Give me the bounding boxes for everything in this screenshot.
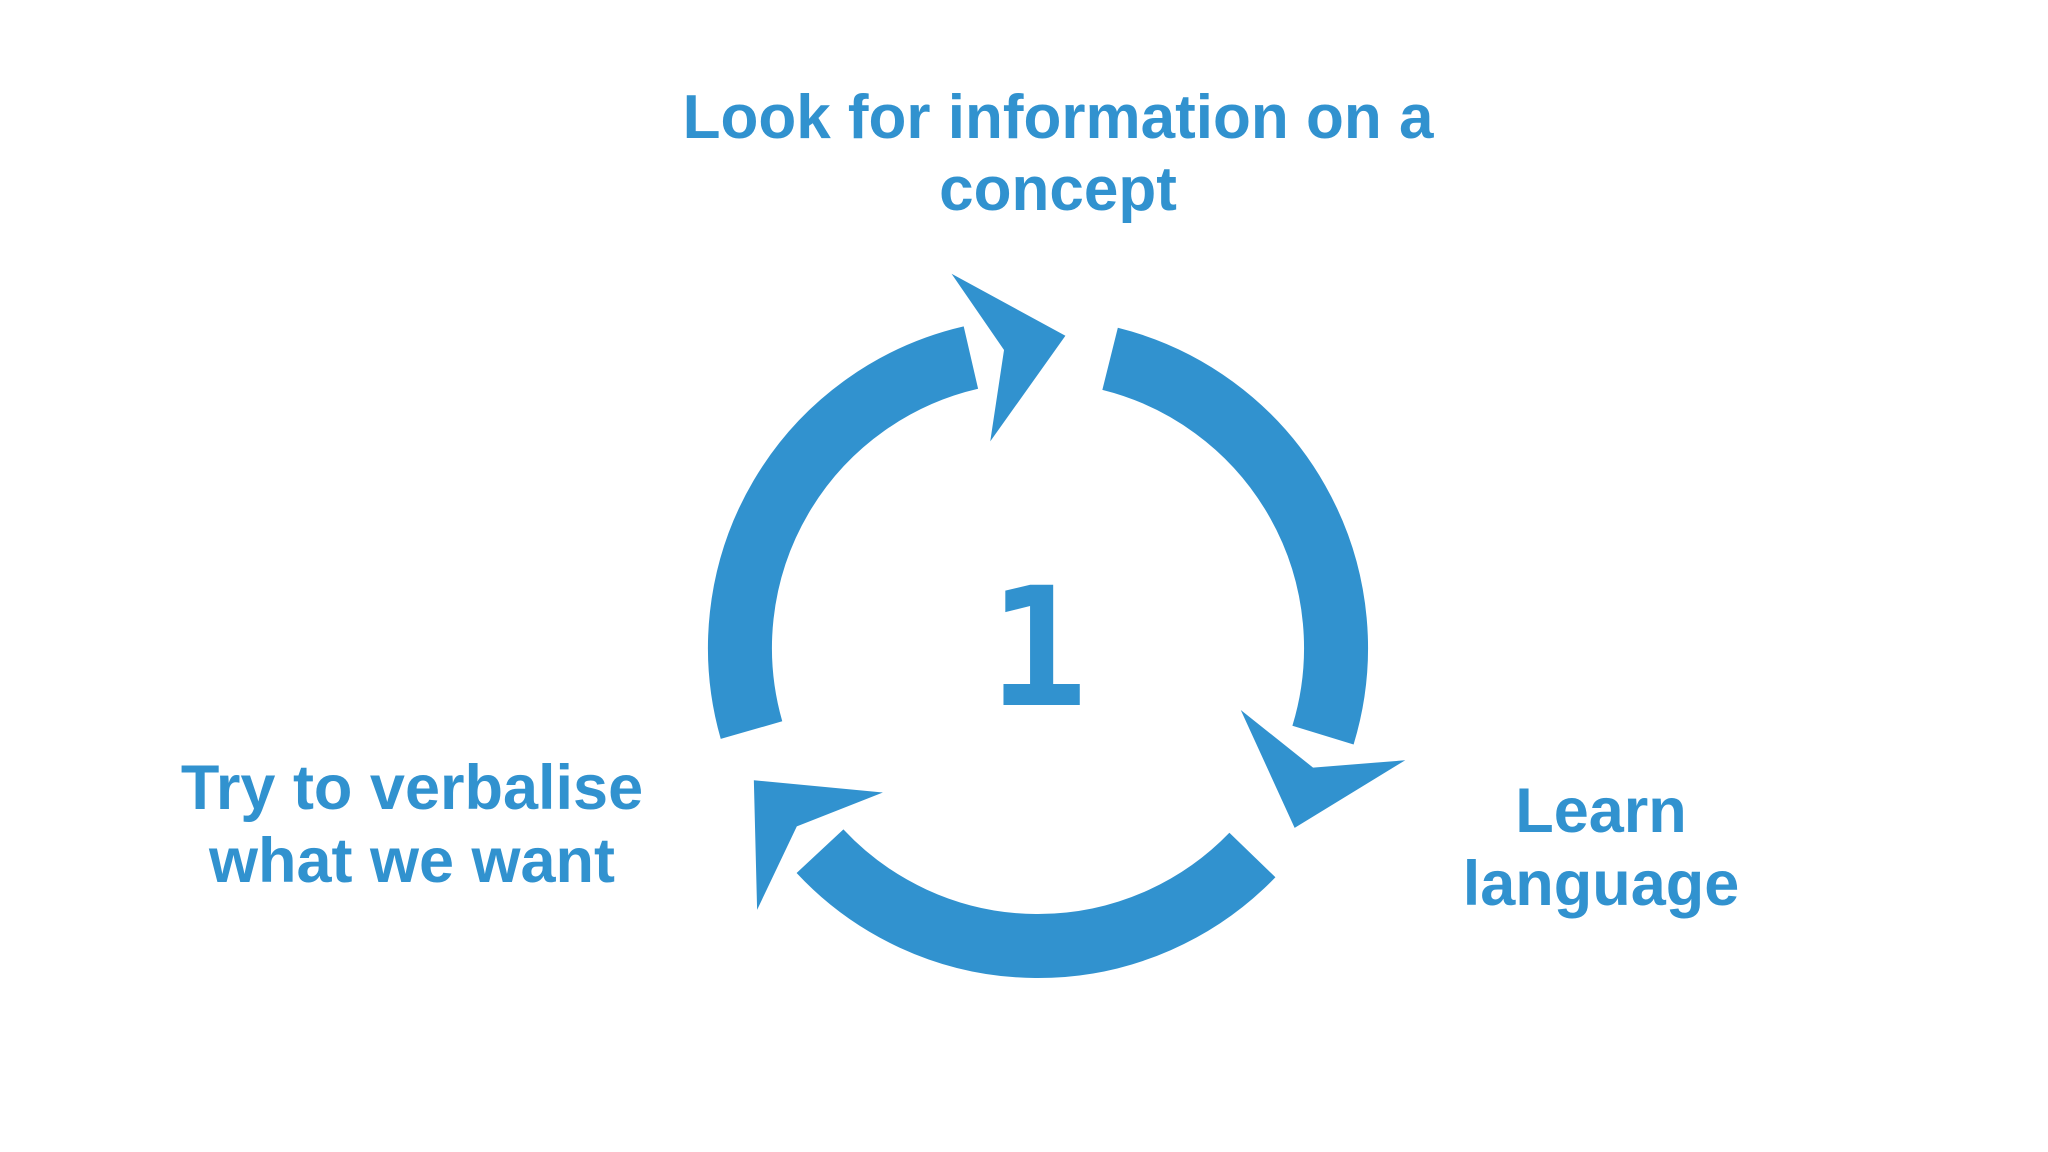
step-label-top-line2: concept — [939, 154, 1177, 224]
step-label-bottom-left: Try to verbalise what we want — [112, 752, 712, 898]
step-label-bottom-left-line2: what we want — [208, 826, 616, 897]
cycle-arrow-top-head — [951, 273, 1066, 442]
cycle-arrow-top-arc — [707, 326, 979, 739]
cycle-arrow-top-icon — [707, 273, 1066, 739]
step-label-right: Learn language — [1301, 775, 1901, 921]
cycle-arrow-right-icon — [1102, 327, 1406, 828]
cycle-arrow-bottom-icon — [753, 780, 1276, 979]
cycle-step-number: 1 — [988, 552, 1088, 744]
cycle-arrow-right-head — [1240, 709, 1406, 828]
cycle-arrow-bottom-arc — [796, 829, 1276, 979]
step-label-right-line2: language — [1462, 849, 1740, 920]
step-label-bottom-left-line1: Try to verbalise — [180, 753, 644, 823]
cycle-arrow-bottom-head — [753, 780, 883, 910]
step-label-right-line1: Learn — [1515, 776, 1687, 846]
step-label-top: Look for information on a concept — [628, 82, 1488, 226]
step-label-top-line1: Look for information on a — [682, 83, 1434, 152]
cycle-arrow-right-arc — [1102, 327, 1369, 745]
